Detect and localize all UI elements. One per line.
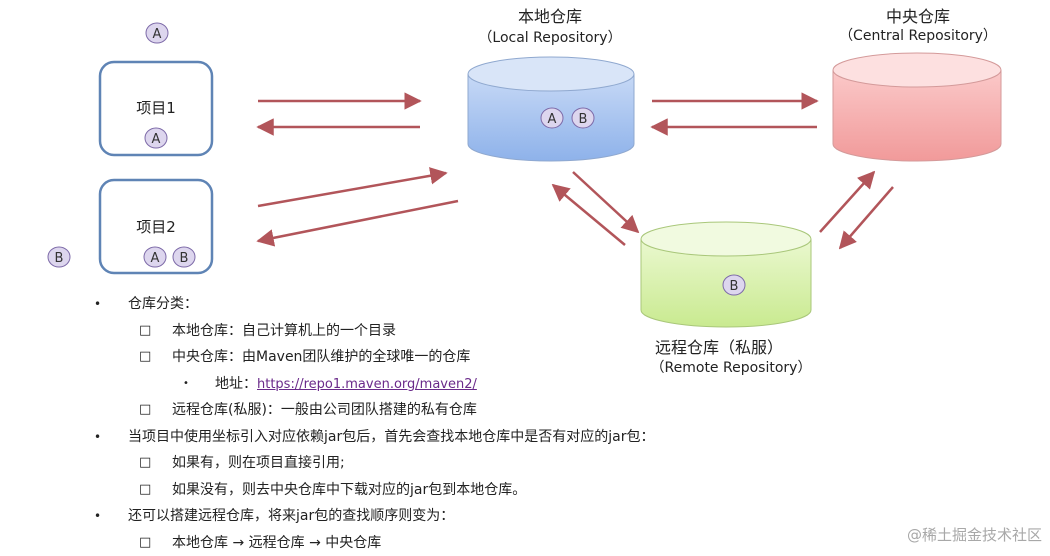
- badge-a-project-2: A: [144, 247, 166, 267]
- note-remote-repo: □ 远程仓库(私服)：一般由公司团队搭建的私有仓库: [90, 397, 850, 424]
- project-2-box: 项目2 A B: [100, 180, 212, 273]
- notes-list: • 仓库分类： □ 本地仓库：自己计算机上的一个目录 □ 中央仓库：由Maven…: [90, 291, 850, 556]
- project-2-label: 项目2: [136, 218, 176, 236]
- arrow-local-to-remote: [573, 172, 638, 232]
- local-repo-subtitle: （Local Repository）: [478, 30, 621, 46]
- badge-b-left: B: [48, 247, 70, 267]
- maven-central-link[interactable]: https://repo1.maven.org/maven2/: [257, 377, 477, 392]
- project-1-label: 项目1: [136, 99, 176, 117]
- svg-text:B: B: [55, 251, 64, 266]
- badge-a-project-1: A: [145, 128, 167, 148]
- note-central-address: • 地址：https://repo1.maven.org/maven2/: [90, 371, 850, 398]
- note-central-repo: □ 中央仓库：由Maven团队维护的全球唯一的仓库: [90, 344, 850, 371]
- badge-b-local: B: [572, 108, 594, 128]
- watermark: @稀土掘金技术社区: [907, 524, 1042, 545]
- square-bullet-icon: □: [139, 530, 151, 556]
- note-lookup-order: • 当项目中使用坐标引入对应依赖jar包后，首先会查找本地仓库中是否有对应的ja…: [90, 424, 850, 451]
- badge-a-top: A: [146, 23, 168, 43]
- arrow-local-to-project2: [258, 201, 458, 241]
- note-repo-categories: • 仓库分类：: [90, 291, 850, 318]
- arrow-remote-to-central: [820, 172, 874, 232]
- svg-text:B: B: [579, 112, 588, 127]
- arrow-central-to-remote: [840, 187, 893, 248]
- svg-text:A: A: [153, 27, 162, 42]
- bullet-icon: •: [94, 291, 101, 318]
- project-1-box: 项目1 A: [100, 62, 212, 155]
- square-bullet-icon: □: [139, 450, 151, 477]
- arrow-project2-to-local: [258, 173, 446, 206]
- local-repo-title: 本地仓库: [518, 7, 582, 26]
- bullet-icon: •: [94, 424, 101, 451]
- bullet-icon: •: [183, 371, 189, 398]
- central-repo-cylinder: [833, 53, 1001, 161]
- arrow-remote-to-local: [553, 185, 625, 245]
- bullet-icon: •: [94, 503, 101, 530]
- svg-text:A: A: [151, 251, 160, 266]
- central-repo-subtitle: （Central Repository）: [839, 28, 997, 44]
- note-remote-option: • 还可以搭建远程仓库，将来jar包的查找顺序则变为：: [90, 503, 850, 530]
- central-repo-title: 中央仓库: [886, 7, 950, 26]
- badge-b-project-2: B: [173, 247, 195, 267]
- note-if-absent: □ 如果没有，则去中央仓库中下载对应的jar包到本地仓库。: [90, 477, 850, 504]
- svg-text:A: A: [152, 132, 161, 147]
- note-if-present: □ 如果有，则在项目直接引用;: [90, 450, 850, 477]
- note-local-repo: □ 本地仓库：自己计算机上的一个目录: [90, 318, 850, 345]
- square-bullet-icon: □: [139, 477, 151, 504]
- note-new-order: □ 本地仓库 → 远程仓库 → 中央仓库: [90, 530, 850, 556]
- square-bullet-icon: □: [139, 318, 151, 345]
- local-repo-cylinder: A B: [468, 57, 634, 161]
- svg-text:A: A: [548, 112, 557, 127]
- badge-a-local: A: [541, 108, 563, 128]
- square-bullet-icon: □: [139, 397, 151, 424]
- svg-text:B: B: [180, 251, 189, 266]
- address-label: 地址：: [215, 376, 257, 392]
- square-bullet-icon: □: [139, 344, 151, 371]
